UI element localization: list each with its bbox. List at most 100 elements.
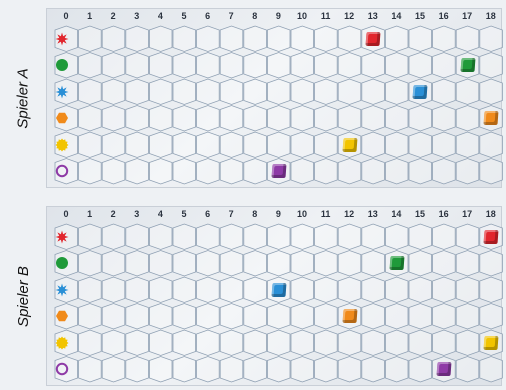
track-cell (315, 304, 338, 330)
orange-hexagon-icon (55, 111, 69, 125)
track-cell (173, 304, 196, 330)
column-number: 4 (149, 209, 171, 219)
column-number: 6 (197, 11, 219, 21)
track-cell (362, 79, 385, 105)
column-number: 2 (102, 11, 124, 21)
column-number: 1 (79, 11, 101, 21)
column-number: 15 (409, 11, 431, 21)
track-cell (362, 132, 385, 158)
score-cube[interactable] (366, 32, 381, 46)
track-cell (315, 53, 338, 79)
score-cube[interactable] (342, 138, 357, 152)
track-cell (102, 330, 125, 356)
track-cell (267, 304, 290, 330)
track-cell (149, 26, 172, 52)
track-cell (385, 224, 408, 250)
track-cell (362, 357, 385, 383)
track-cell (409, 277, 432, 303)
track-cell (149, 357, 172, 383)
track-cell (338, 357, 361, 383)
track-cell (102, 251, 125, 277)
column-number: 3 (126, 11, 148, 21)
track-cell (315, 79, 338, 105)
player-b-label-text: Spieler B (15, 266, 32, 327)
track-cell (79, 159, 102, 185)
score-cube[interactable] (271, 283, 286, 297)
score-cube[interactable] (484, 111, 499, 125)
track-cell (315, 357, 338, 383)
track-cell (338, 106, 361, 132)
track-cell (409, 224, 432, 250)
track-cell (244, 26, 267, 52)
track-cell (149, 53, 172, 79)
track-cell (149, 79, 172, 105)
track-cell (433, 304, 456, 330)
track-cell (291, 277, 314, 303)
score-cube[interactable] (460, 58, 475, 72)
track-grid (47, 9, 503, 189)
column-number: 2 (102, 209, 124, 219)
track-cell (409, 357, 432, 383)
track-cell (409, 132, 432, 158)
track-cell (173, 330, 196, 356)
score-cube[interactable] (436, 362, 451, 376)
track-cell (456, 304, 479, 330)
track-cell (244, 132, 267, 158)
track-cell (173, 224, 196, 250)
column-number: 17 (456, 11, 478, 21)
score-cube[interactable] (271, 164, 286, 178)
track-cell (102, 277, 125, 303)
track-cell (267, 53, 290, 79)
column-number: 8 (244, 209, 266, 219)
track-cell (79, 53, 102, 79)
track-cell (197, 304, 220, 330)
track-cell (480, 304, 503, 330)
track-cell (267, 224, 290, 250)
track-cell (79, 132, 102, 158)
track-cell (149, 224, 172, 250)
track-cell (126, 304, 149, 330)
score-cube[interactable] (413, 85, 428, 99)
score-cube[interactable] (484, 336, 499, 350)
column-number: 13 (362, 11, 384, 21)
column-number: 4 (149, 11, 171, 21)
track-cell (409, 330, 432, 356)
player-b-label: Spieler B (4, 206, 42, 386)
track-cell (173, 26, 196, 52)
track-cell (338, 251, 361, 277)
track-cell (197, 106, 220, 132)
track-cell (102, 132, 125, 158)
track-cell (291, 357, 314, 383)
green-circle-icon (55, 58, 69, 72)
score-cube[interactable] (484, 230, 499, 244)
orange-hexagon-icon (55, 309, 69, 323)
track-cell (315, 159, 338, 185)
column-number: 5 (173, 209, 195, 219)
track-cell (480, 79, 503, 105)
column-number: 6 (197, 209, 219, 219)
track-cell (197, 26, 220, 52)
track-cell (79, 106, 102, 132)
track-cell (456, 106, 479, 132)
track-cell (149, 159, 172, 185)
track-cell (456, 251, 479, 277)
score-cube[interactable] (389, 256, 404, 270)
track-cell (126, 26, 149, 52)
score-cube[interactable] (342, 309, 357, 323)
track-cell (126, 79, 149, 105)
track-cell (244, 79, 267, 105)
purple-ring-icon (55, 164, 69, 178)
track-cell (173, 159, 196, 185)
track-cell (244, 224, 267, 250)
track-cell (291, 26, 314, 52)
track-cell (173, 53, 196, 79)
track-cell (315, 330, 338, 356)
track-cell (433, 330, 456, 356)
track-cell (220, 304, 243, 330)
track-cell (409, 26, 432, 52)
track-cell (480, 53, 503, 79)
red-star-icon (55, 32, 69, 46)
